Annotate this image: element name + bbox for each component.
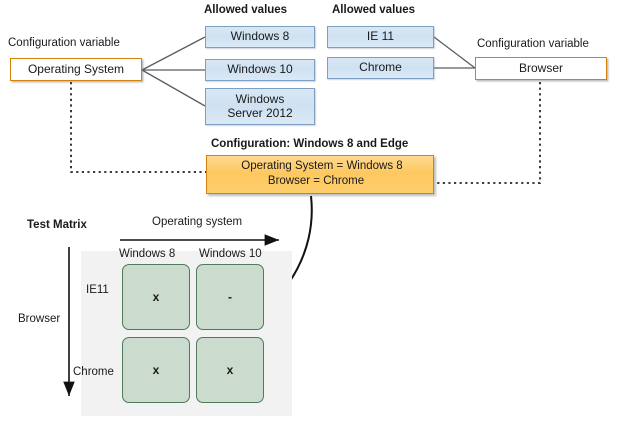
matrix-cell-ie11-windows-8[interactable]: x xyxy=(122,264,190,330)
allowed-value-ie-11-label: IE 11 xyxy=(366,29,395,44)
variable-box-operating-system-label: Operating System xyxy=(27,61,125,76)
matrix-cell-chrome-windows-8-mark: x xyxy=(152,363,160,377)
variable-box-operating-system[interactable]: Operating System xyxy=(10,58,142,81)
configuration-variable-label-right: Configuration variable xyxy=(477,38,589,50)
matrix-cell-ie11-windows-8-mark: x xyxy=(152,290,160,304)
allowed-value-windows-8[interactable]: Windows 8 xyxy=(205,26,315,48)
matrix-row-header-ie11: IE11 xyxy=(86,284,109,296)
matrix-y-axis-label: Browser xyxy=(18,313,61,325)
allowed-value-windows-server-2012-line1: Windows xyxy=(235,92,285,107)
allowed-value-chrome-label: Chrome xyxy=(359,60,402,75)
test-matrix-title: Test Matrix xyxy=(27,219,87,231)
connector-os-values xyxy=(141,36,206,107)
matrix-cell-chrome-windows-10[interactable]: x xyxy=(196,337,264,403)
configuration-variable-label-left: Configuration variable xyxy=(8,37,120,49)
connector-os-to-config xyxy=(70,82,208,173)
configuration-box[interactable]: Operating System = Windows 8 Browser = C… xyxy=(206,155,434,194)
matrix-row-header-chrome: Chrome xyxy=(73,366,114,378)
matrix-cell-ie11-windows-10-mark: - xyxy=(228,290,232,304)
matrix-x-axis-label: Operating system xyxy=(152,216,243,228)
matrix-cell-chrome-windows-8[interactable]: x xyxy=(122,337,190,403)
configuration-line-browser: Browser = Chrome xyxy=(267,174,365,187)
allowed-value-windows-server-2012-line2: Server 2012 xyxy=(227,105,293,120)
configuration-line-os: Operating System = Windows 8 xyxy=(241,160,403,172)
variable-box-browser[interactable]: Browser xyxy=(475,57,607,80)
allowed-value-chrome[interactable]: Chrome xyxy=(327,57,434,79)
allowed-value-windows-10[interactable]: Windows 10 xyxy=(205,59,315,81)
allowed-value-windows-8-label: Windows 8 xyxy=(230,29,290,44)
allowed-values-header-right: Allowed values xyxy=(332,4,416,16)
allowed-values-header-left: Allowed values xyxy=(204,4,288,16)
matrix-column-header-windows-10: Windows 10 xyxy=(199,248,262,260)
matrix-column-header-windows-8: Windows 8 xyxy=(119,248,176,260)
configuration-title: Configuration: Windows 8 and Edge xyxy=(211,138,409,150)
allowed-value-ie-11[interactable]: IE 11 xyxy=(327,26,434,48)
matrix-cell-ie11-windows-10[interactable]: - xyxy=(196,264,264,330)
connector-browser-values xyxy=(433,36,476,69)
allowed-value-windows-server-2012[interactable]: Windows Server 2012 xyxy=(205,88,315,125)
allowed-value-windows-10-label: Windows 10 xyxy=(227,62,293,77)
matrix-cell-chrome-windows-10-mark: x xyxy=(226,363,234,377)
variable-box-browser-label: Browser xyxy=(518,60,563,75)
